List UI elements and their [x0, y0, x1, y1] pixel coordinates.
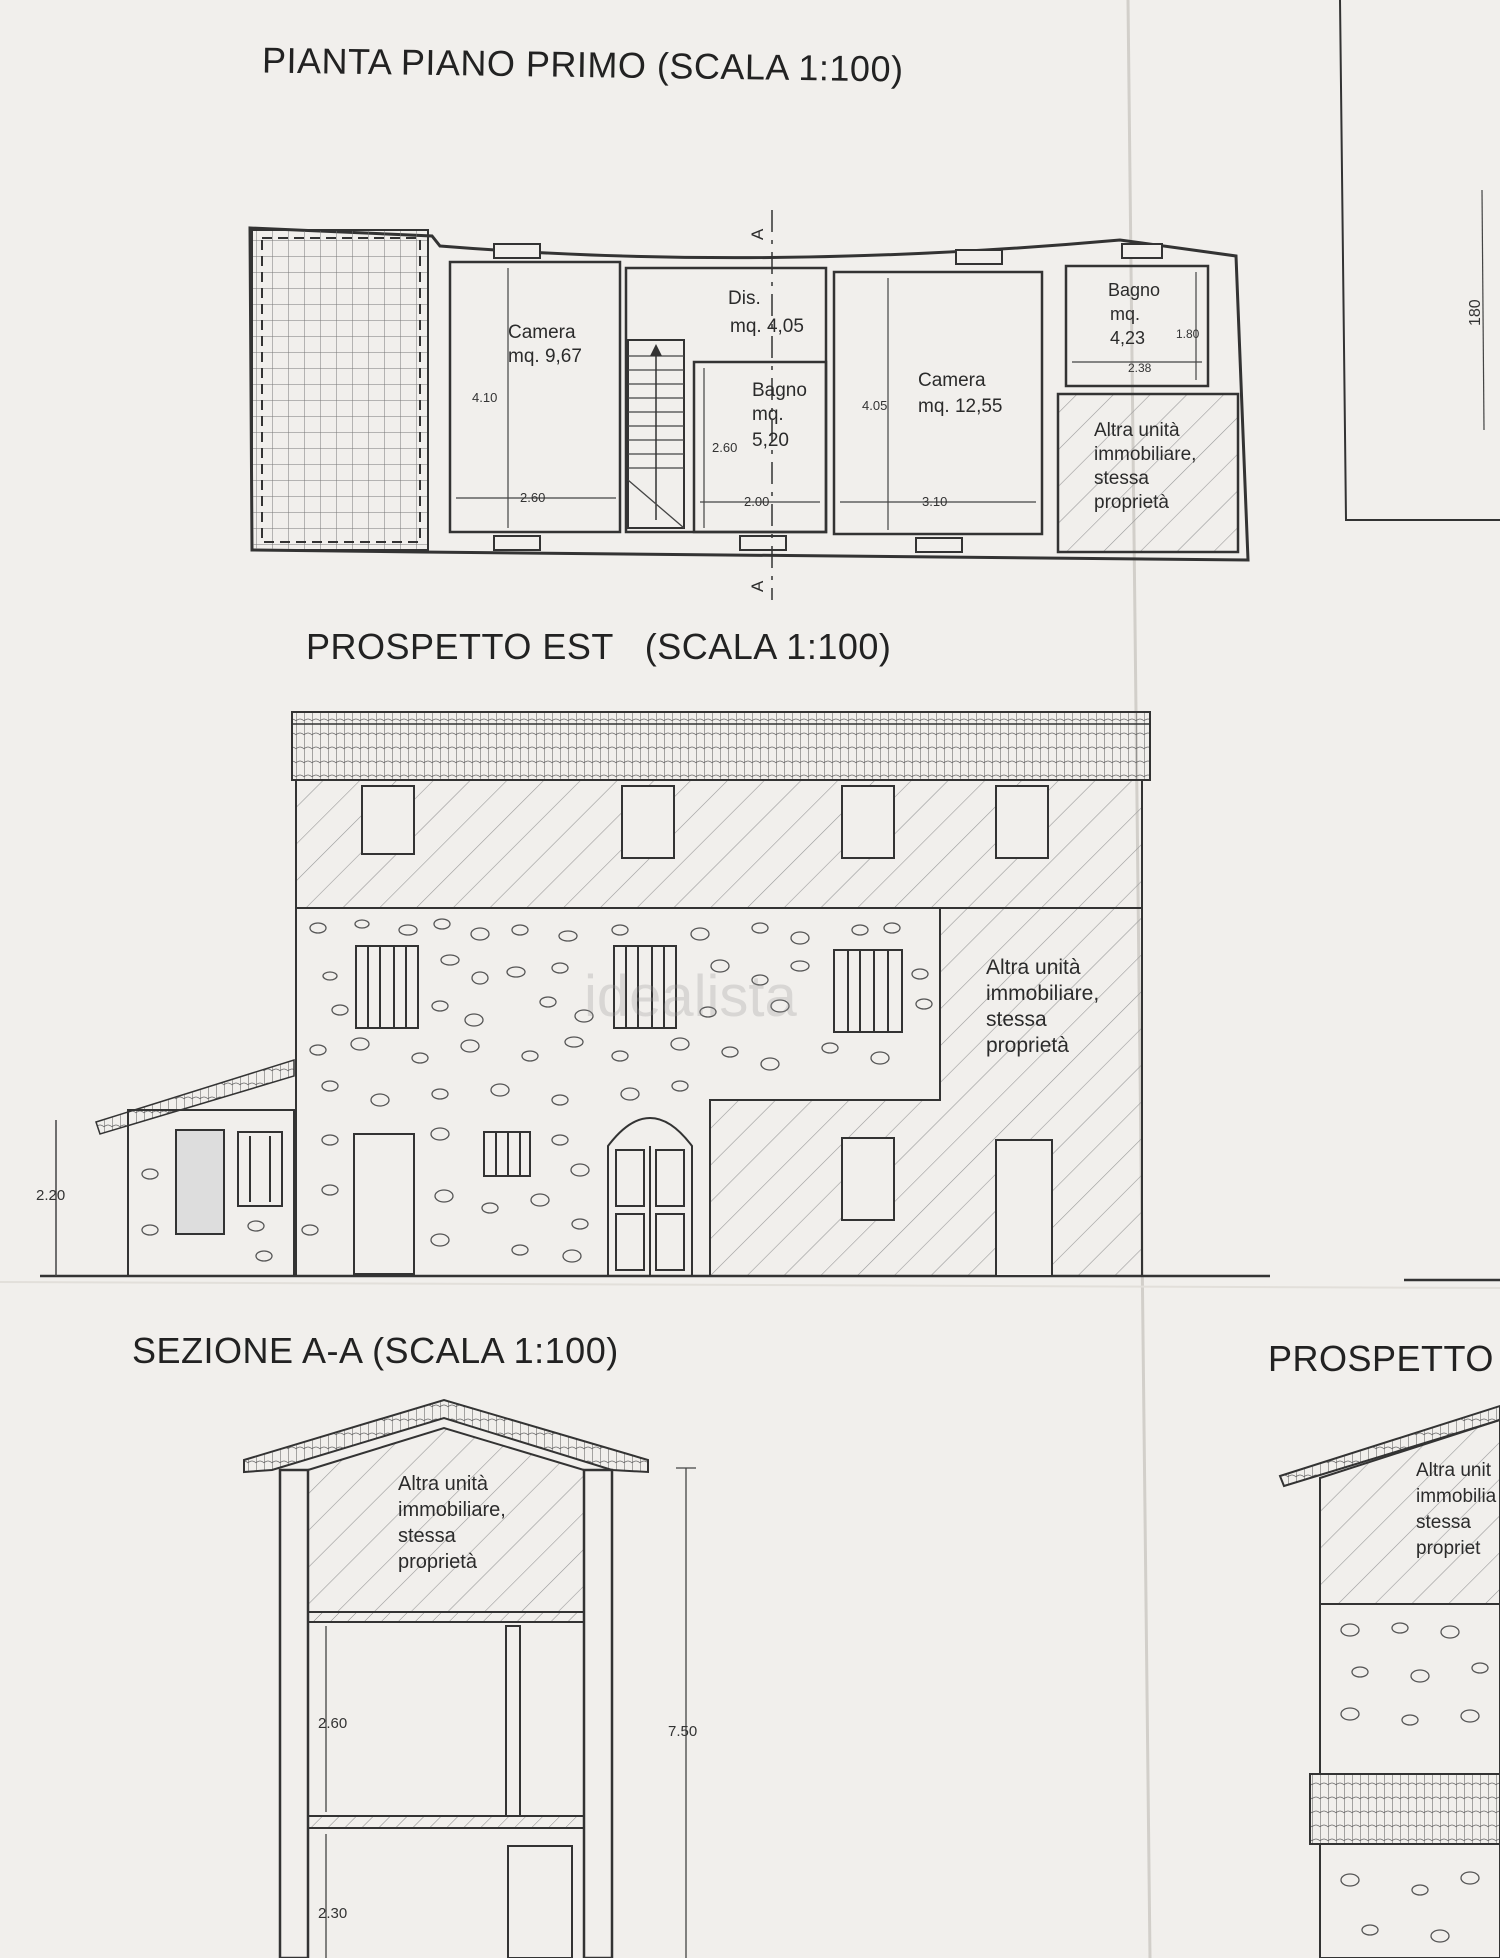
svg-text:stessa: stessa — [1416, 1512, 1471, 1533]
svg-text:immobiliare,: immobiliare, — [1094, 444, 1196, 465]
terrace-edge — [261, 237, 421, 543]
section-aa: 2.60 2.30 7.50 Altra unità immobiliare, … — [243, 1398, 697, 1958]
section-mark-bottom: A — [748, 580, 767, 592]
annex-door — [175, 1129, 225, 1235]
svg-text:Altra unità: Altra unità — [986, 956, 1081, 979]
side-lower-wall — [1319, 1843, 1500, 1958]
camera-b-height: 4.05 — [862, 398, 887, 413]
paper-fold-horizontal — [0, 1281, 1500, 1289]
side-other-unit-label: Altra unit immobilia stessa propriet — [1416, 1460, 1497, 1559]
dis-area: mq. 4,05 — [730, 316, 804, 337]
svg-text:stessa: stessa — [986, 1008, 1047, 1031]
section-floor-1 — [307, 1611, 585, 1623]
watermark: idealista — [584, 964, 798, 1029]
bagno-b-width: 2.38 — [1128, 361, 1152, 375]
upper-windows — [361, 785, 1049, 859]
side-upper-unit — [1319, 1418, 1500, 1605]
section-left-wall — [278, 1468, 310, 1958]
right-panel-dim: 180 — [1467, 299, 1484, 326]
camera-a-height: 4.10 — [472, 390, 497, 405]
svg-text:Altra unità: Altra unità — [398, 1473, 489, 1495]
bagno-b-name: Bagno — [1108, 280, 1160, 300]
ground-openings — [353, 1117, 1053, 1277]
side-elevation-title: PROSPETTO S — [1268, 1338, 1500, 1379]
east-elevation: 2.20 — [36, 711, 1500, 1282]
other-unit-block — [1056, 392, 1240, 554]
bagno-b-mq: mq. — [1110, 304, 1140, 324]
camera-b-name: Camera — [918, 370, 986, 391]
section-other-unit-label: Altra unità immobiliare, stessa propriet… — [398, 1473, 506, 1573]
plan-windows — [493, 243, 1163, 553]
svg-text:stessa: stessa — [398, 1525, 457, 1547]
east-height-dim: 2.20 — [36, 1187, 65, 1204]
room-bagno-a — [692, 360, 828, 534]
section-floor-2 — [307, 1815, 585, 1829]
side-stones — [1340, 1622, 1489, 1943]
first-floor-plan: A A Camera mq. 9,67 4.10 2.60 Dis. mq. 4… — [248, 210, 1250, 600]
annex-roof — [95, 1058, 295, 1135]
section-right-wall — [582, 1468, 614, 1958]
bagno-a-area: 5,20 — [752, 430, 789, 451]
svg-text:proprietà: proprietà — [398, 1551, 478, 1573]
svg-text:Altra unità: Altra unità — [1094, 420, 1180, 441]
section-mark-top: A — [748, 228, 767, 240]
plan-dim-lines — [456, 268, 1202, 530]
side-stone-wall — [1319, 1603, 1500, 1775]
room-bagno-b — [1064, 264, 1210, 388]
bagno-a-name: Bagno — [752, 380, 807, 401]
bagno-a-mq: mq. — [752, 404, 784, 425]
east-other-unit-label: Altra unità immobiliare, stessa propriet… — [986, 956, 1099, 1057]
side-roof — [1278, 1404, 1500, 1488]
stone-texture — [141, 918, 933, 1263]
bagno-b-area: 4,23 — [1110, 328, 1145, 348]
svg-text:immobilia: immobilia — [1416, 1486, 1497, 1507]
svg-text:proprietà: proprietà — [1094, 492, 1169, 513]
section-door-frame — [505, 1625, 521, 1817]
side-elevation-partial: Altra unit immobilia stessa propriet — [1278, 1404, 1500, 1958]
camera-a-area: mq. 9,67 — [508, 346, 582, 367]
svg-text:propriet: propriet — [1416, 1538, 1481, 1559]
svg-text:immobiliare,: immobiliare, — [986, 982, 1099, 1005]
east-elevation-title: PROSPETTO EST (SCALA 1:100) — [306, 626, 892, 667]
bagno-a-width: 2.00 — [744, 494, 769, 509]
room-camera-a — [448, 260, 622, 534]
section-h-lower: 2.30 — [318, 1905, 347, 1922]
camera-b-width: 3.10 — [922, 494, 947, 509]
stairs — [627, 339, 685, 529]
terrace — [251, 229, 429, 551]
section-lower-door — [507, 1845, 573, 1958]
annex-window — [237, 1131, 283, 1207]
camera-b-area: mq. 12,55 — [918, 396, 1003, 417]
dis-name: Dis. — [728, 288, 761, 309]
roof-tiles — [291, 711, 1151, 781]
svg-text:Altra unit: Altra unit — [1416, 1460, 1492, 1481]
room-camera-b — [832, 270, 1044, 536]
svg-text:proprietà: proprietà — [986, 1034, 1069, 1057]
shuttered-windows — [355, 945, 903, 1033]
section-h-upper: 2.60 — [318, 1715, 347, 1732]
section-h-total: 7.50 — [668, 1723, 697, 1740]
right-partial-panel: 180 — [1339, 0, 1500, 521]
plan-other-unit-label: Altra unità immobiliare, stessa propriet… — [1094, 420, 1196, 513]
section-title: SEZIONE A-A (SCALA 1:100) — [132, 1330, 619, 1371]
svg-text:immobiliare,: immobiliare, — [398, 1499, 506, 1521]
bagno-b-height: 1.80 — [1176, 327, 1200, 341]
svg-text:stessa: stessa — [1094, 468, 1149, 489]
camera-a-name: Camera — [508, 322, 576, 343]
side-mid-roof — [1309, 1773, 1500, 1845]
camera-a-width: 2.60 — [520, 490, 545, 505]
bagno-a-height: 2.60 — [712, 440, 737, 455]
